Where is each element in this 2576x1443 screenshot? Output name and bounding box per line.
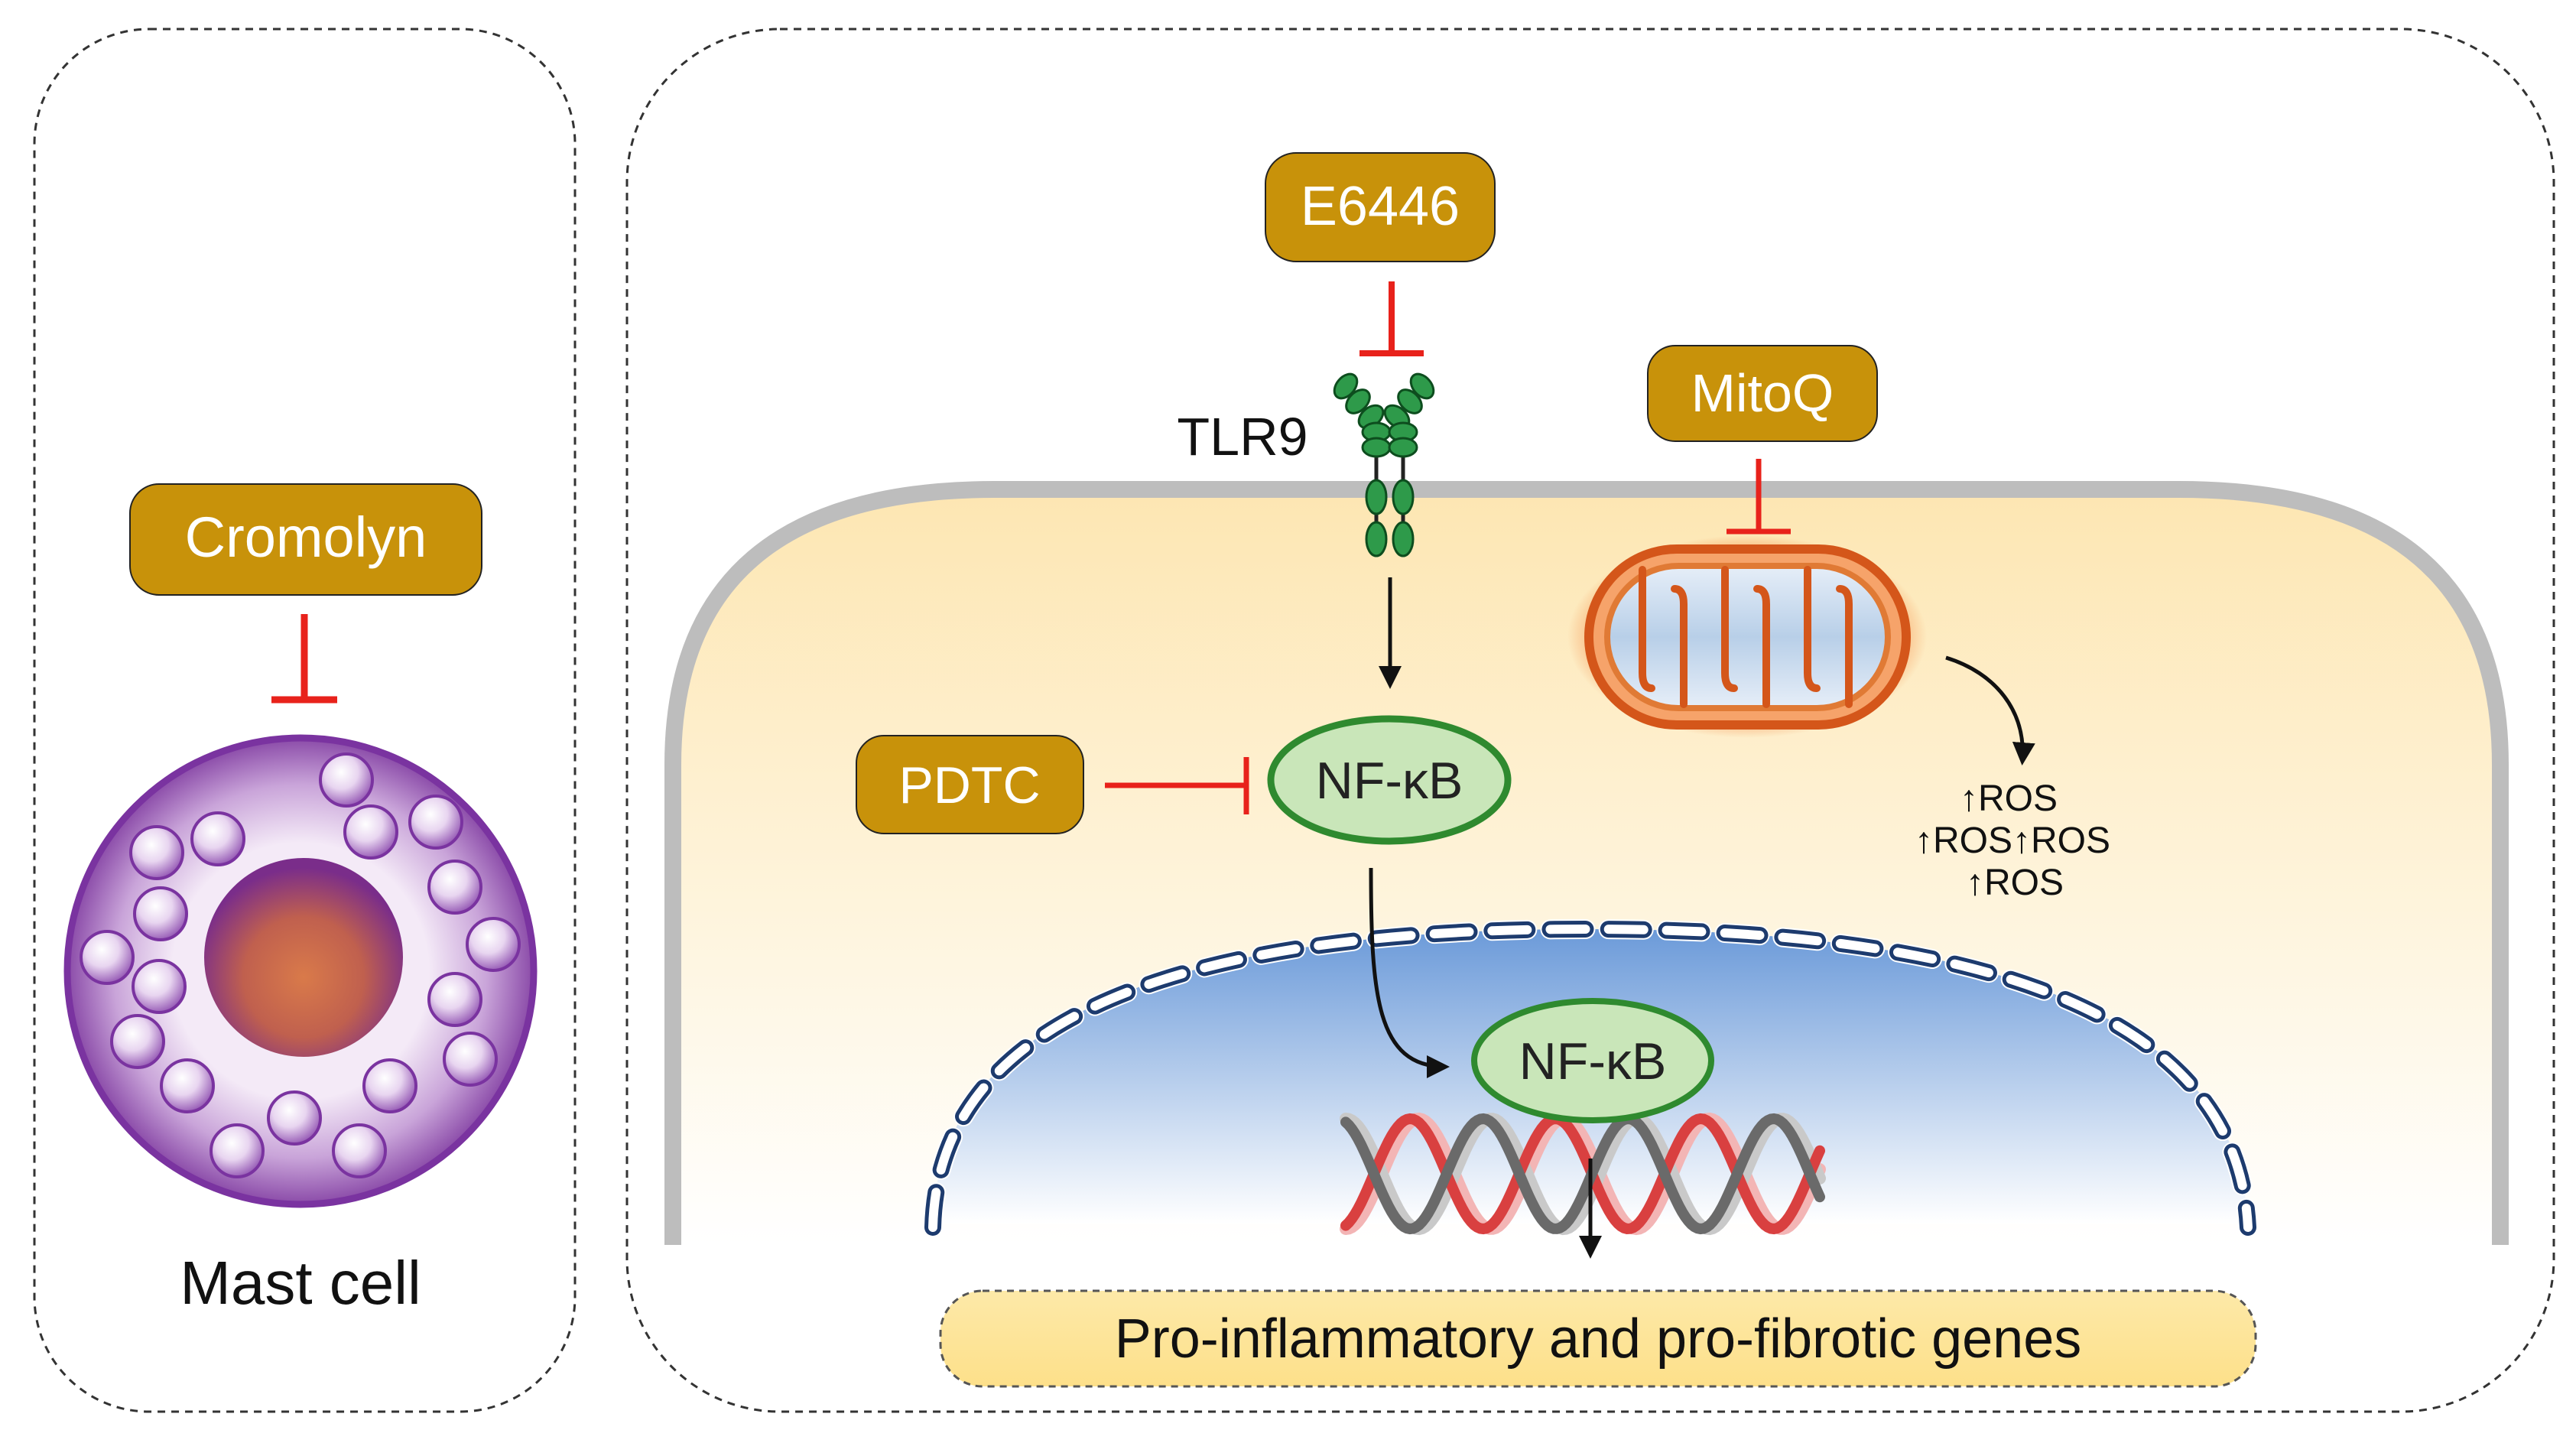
- mast-cell-nucleus: [204, 858, 403, 1057]
- granule: [466, 917, 521, 972]
- tlr9-label: TLR9: [1177, 407, 1307, 466]
- nfkb-translocation-arrow: [1369, 867, 1450, 1078]
- mitoq-box: MitoQ: [1647, 345, 1878, 442]
- nfkb-nucleus-label: NF-κB: [1519, 1032, 1667, 1090]
- tlr9-domain: [1365, 521, 1388, 557]
- granule: [190, 811, 245, 866]
- tlr9-domain: [1392, 521, 1415, 557]
- tlr9-domain: [1388, 437, 1418, 458]
- pdtc-box: PDTC: [856, 735, 1084, 834]
- granules: [80, 752, 521, 1178]
- mitoq-inhibition: [1727, 459, 1791, 535]
- tlr9-receptor: [1333, 372, 1435, 557]
- granule: [133, 886, 188, 941]
- mast-cell-label: Mast cell: [180, 1249, 421, 1317]
- tlr9-domain: [1397, 388, 1423, 414]
- crista: [1721, 566, 1738, 692]
- tlr9-domain: [1409, 372, 1435, 400]
- crista: [1753, 585, 1770, 708]
- crista: [1639, 566, 1655, 692]
- tlr9-domain: [1345, 388, 1371, 414]
- cell-membrane: [664, 481, 2509, 1245]
- granule: [332, 1123, 387, 1178]
- granule: [110, 1014, 165, 1069]
- granule: [427, 860, 482, 915]
- nfkb-cytoplasm: NF-κB: [1267, 715, 1512, 845]
- mitoq-label: MitoQ: [1691, 363, 1834, 423]
- genes-label: Pro-inflammatory and pro-fibrotic genes: [1115, 1308, 2082, 1370]
- crista: [1804, 566, 1821, 692]
- tlr9-domain: [1365, 479, 1388, 515]
- ros-label-2: ↑ROS↑ROS: [1915, 821, 2110, 861]
- pdtc-label: PDTC: [898, 756, 1040, 814]
- tlr9-domain: [1392, 479, 1415, 515]
- granule: [443, 1032, 498, 1087]
- e6446-label: E6446: [1301, 176, 1460, 237]
- cromolyn-label: Cromolyn: [185, 505, 427, 569]
- granule: [160, 1058, 215, 1113]
- mast-cell-panel: [33, 28, 577, 1413]
- crista: [1836, 585, 1853, 708]
- granule: [129, 825, 184, 880]
- pdtc-inhibition: [1105, 757, 1249, 814]
- granule: [132, 959, 187, 1014]
- mitochondrion: [1567, 535, 1927, 738]
- cromolyn-box: Cromolyn: [129, 483, 482, 596]
- genes-box: Pro-inflammatory and pro-fibrotic genes: [939, 1289, 2257, 1388]
- e6446-box: E6446: [1265, 152, 1496, 262]
- nfkb-nucleus: NF-κB: [1471, 998, 1714, 1123]
- dna-helix: [1340, 1112, 1826, 1236]
- dna-strand: [1340, 1113, 1825, 1235]
- cell-panel: [625, 28, 2555, 1413]
- granule: [210, 1123, 265, 1178]
- ros-arrow: [1945, 655, 2035, 765]
- crista: [1671, 585, 1688, 708]
- tlr9-domain: [1333, 372, 1359, 400]
- granule: [267, 1090, 322, 1146]
- granule: [80, 930, 135, 985]
- ros-cluster: ↑ROS ↑ROS↑ROS ↑ROS: [1915, 778, 2110, 903]
- e6446-inhibition: [1359, 281, 1424, 356]
- dna-strand: [1340, 1113, 1825, 1235]
- granule: [408, 795, 463, 850]
- granule: [343, 804, 398, 860]
- cromolyn-inhibition: [271, 614, 337, 704]
- granule: [362, 1058, 417, 1113]
- ros-label-1: ↑ROS: [1960, 778, 2058, 819]
- ros-label-3: ↑ROS: [1966, 863, 2064, 903]
- granule: [319, 752, 374, 808]
- tlr9-domain: [1361, 437, 1392, 458]
- granule: [427, 972, 482, 1027]
- mast-cell: [63, 734, 538, 1208]
- nfkb-cytoplasm-label: NF-κB: [1316, 752, 1463, 810]
